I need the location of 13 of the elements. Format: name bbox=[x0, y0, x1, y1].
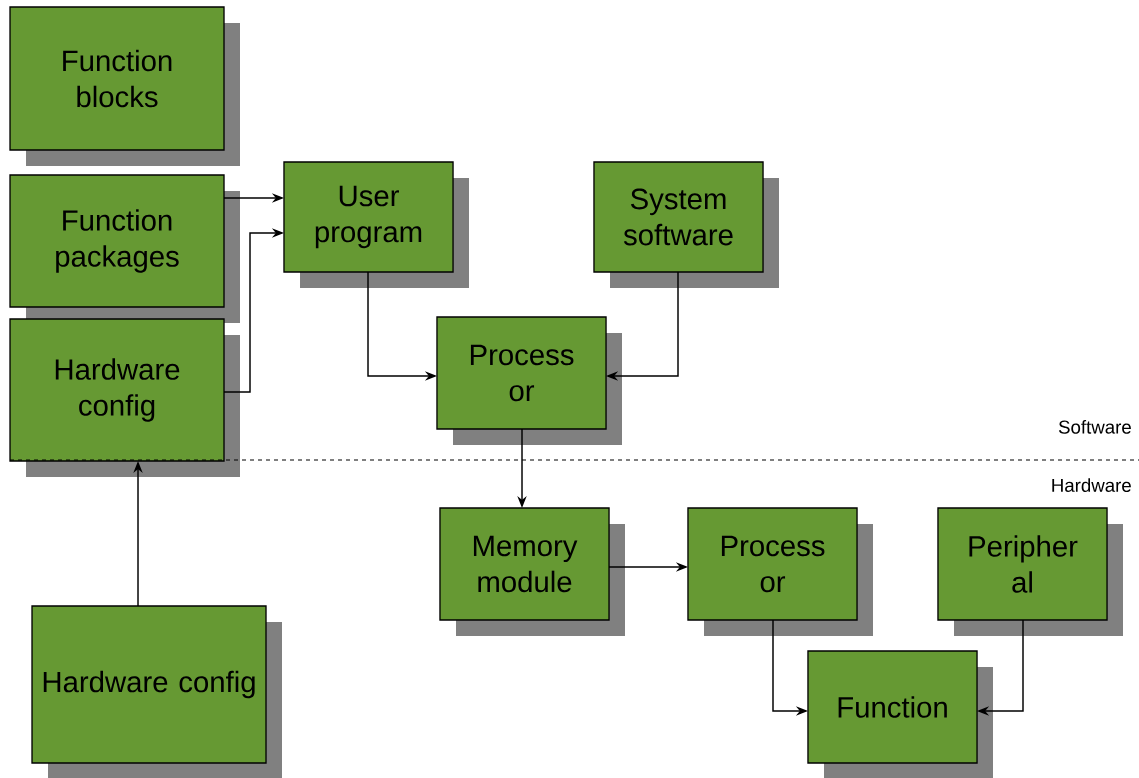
process-box: Function blocks bbox=[9, 6, 225, 151]
section-label: Software bbox=[1058, 420, 1131, 434]
process-box: Function packages bbox=[9, 174, 225, 308]
process-box: Process or bbox=[687, 507, 858, 621]
process-box: User program bbox=[283, 161, 454, 273]
process-box: Function bbox=[807, 650, 978, 764]
process-box: System software bbox=[593, 161, 764, 273]
process-box: Hardware config bbox=[9, 318, 225, 462]
process-box: Memory module bbox=[439, 507, 610, 621]
section-label: Hardware bbox=[1052, 478, 1131, 492]
process-box: Process or bbox=[436, 316, 607, 430]
process-box: Peripher al bbox=[937, 507, 1108, 621]
process-box: Hardware config bbox=[31, 605, 267, 764]
